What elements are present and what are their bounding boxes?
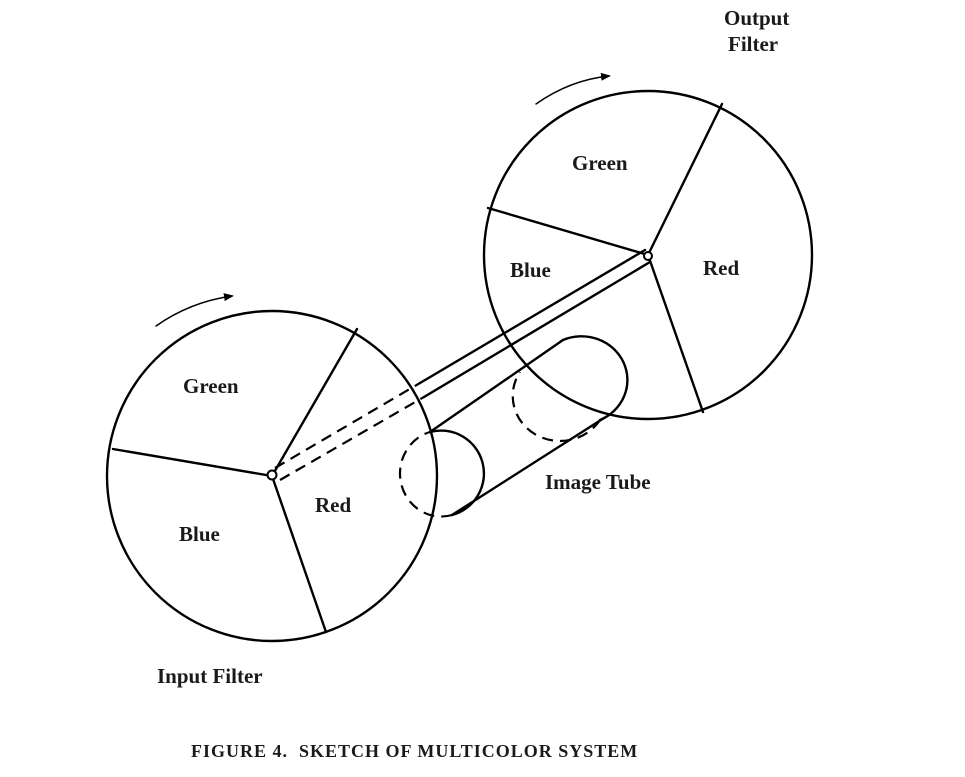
shaft-visible-upper	[418, 248, 647, 385]
output-filter-divider-green-red	[646, 102, 724, 257]
output-sector-blue-label: Blue	[510, 258, 551, 282]
shaft-hidden-lower	[279, 396, 425, 481]
image-tube-label: Image Tube	[545, 470, 651, 494]
input-filter-label: Input Filter	[157, 664, 263, 688]
input-rotation-arrow	[155, 293, 234, 327]
figure-caption: FIGURE 4. SKETCH OF MULTICOLOR SYSTEM	[191, 741, 638, 761]
output-filter-hub	[643, 251, 653, 261]
shaft-visible-lower	[422, 260, 652, 399]
image-tube-bottom-edge	[450, 416, 606, 517]
input-sector-blue-label: Blue	[179, 522, 220, 546]
output-rotation-arrow	[535, 72, 611, 105]
input-filter-hub	[266, 469, 278, 481]
output-sector-green-label: Green	[572, 151, 628, 175]
shaft-hidden-upper	[274, 382, 421, 469]
input-sector-green-label: Green	[183, 374, 239, 398]
output-filter-label-line2: Filter	[728, 32, 778, 56]
image-tube-far-end-hidden	[511, 371, 601, 443]
output-filter-divider-green-blue	[486, 206, 650, 257]
output-filter: Green Blue Red	[482, 72, 814, 421]
input-filter: Green Blue Red	[105, 293, 439, 643]
input-filter-disc	[105, 309, 439, 643]
image-tube-near-end-visible	[428, 429, 486, 517]
image-tube-near-end-hidden	[398, 430, 453, 518]
output-sector-red-label: Red	[703, 256, 739, 280]
output-filter-label-line1: Output	[724, 6, 789, 30]
input-filter-divider-green-red	[270, 327, 359, 478]
input-sector-red-label: Red	[315, 493, 351, 517]
input-filter-divider-blue-red	[270, 474, 328, 634]
shaft	[274, 248, 652, 481]
image-tube-far-end-visible	[561, 335, 629, 422]
output-filter-disc	[482, 89, 814, 421]
image-tube-top-edge	[428, 338, 565, 434]
image-tube	[398, 335, 629, 518]
input-filter-divider-green-blue	[111, 447, 274, 478]
output-filter-divider-blue-red	[646, 253, 705, 414]
